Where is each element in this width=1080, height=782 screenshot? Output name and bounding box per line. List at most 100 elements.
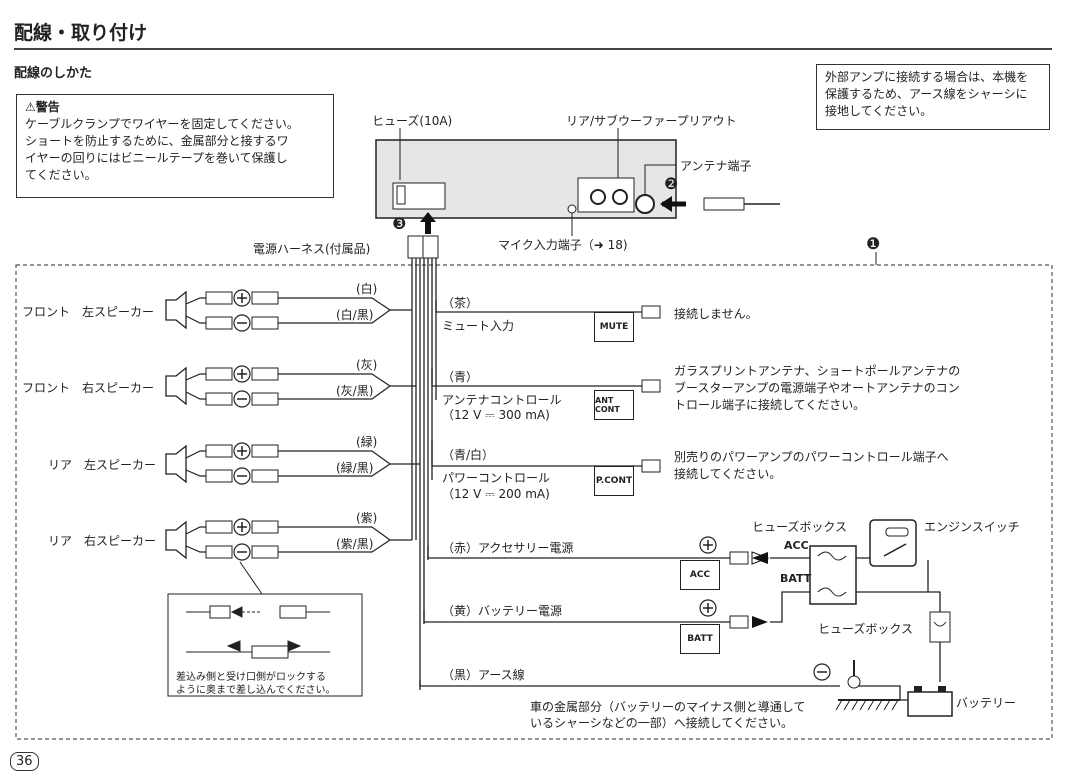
signal-wires <box>419 300 840 687</box>
inset-box <box>167 593 363 697</box>
pcont-color: （青/白） <box>442 448 495 462</box>
wire-color-label: (緑) <box>356 435 378 449</box>
marker-3: ❸ <box>392 214 407 233</box>
speaker-connectors <box>205 291 279 559</box>
acc-terminal-label: ACC <box>784 539 809 552</box>
wire-color-label: (紫/黒) <box>336 537 374 551</box>
title-rule <box>14 48 1052 50</box>
amp-note-line: 保護するため、アース線をシャーシに <box>825 87 1028 101</box>
antenna-leader <box>644 164 676 195</box>
pcont-wire <box>431 440 642 467</box>
amp-note-line: 外部アンプに接続する場合は、本機を <box>825 70 1029 84</box>
engine-switch <box>869 519 917 567</box>
marker-2: ❷ <box>664 174 679 193</box>
page-title: 配線・取り付け <box>14 22 148 44</box>
section-subtitle: 配線のしかた <box>14 66 93 81</box>
chassis-note: 車の金属部分（バッテリーのマイナス側と導通して <box>530 700 806 714</box>
antenna-arrowhead <box>660 196 672 212</box>
warning-box: ⚠警告 ケーブルクランプでワイヤーを固定してください。 ショートを防止するために… <box>16 94 334 198</box>
fuse-symbol <box>817 551 847 561</box>
warning-line: てください。 <box>25 168 97 182</box>
speaker-label: フロント 左スピーカー <box>22 305 155 319</box>
harness-enclosure <box>15 264 1053 740</box>
pcont-name: パワーコントロール <box>442 471 551 485</box>
mute-note: 接続しません。 <box>674 307 758 321</box>
pcont-terminal: P.CONT <box>594 466 634 496</box>
ant-note: ブースターアンプの電源端子やオートアンテナのコン <box>674 381 960 395</box>
warning-line: ケーブルクランプでワイヤーを固定してください。 <box>25 117 299 131</box>
ant-terminal: ANT CONT <box>594 390 634 420</box>
ground-lug <box>847 675 861 689</box>
wire-color-label: (灰/黒) <box>336 384 374 398</box>
mute-terminal: MUTE <box>594 312 634 342</box>
engine-switch-label: エンジンスイッチ <box>924 520 1020 534</box>
antenna-plug <box>703 197 745 211</box>
batt-terminal: BATT <box>680 624 720 654</box>
chassis-note: いるシャーシなどの一部）へ接続してください。 <box>530 716 794 730</box>
wire-trunk <box>411 258 437 690</box>
harness-label: 電源ハーネス(付属品) <box>253 242 371 256</box>
pcont-note: 接続してください。 <box>674 467 782 481</box>
fuse-icon <box>396 185 406 205</box>
ground-hatch <box>835 699 899 711</box>
batt-label: （黄）バッテリー電源 <box>442 604 563 618</box>
fusebox2-label: ヒューズボックス <box>818 622 914 636</box>
acc-label: （赤）アクセサリー電源 <box>442 541 574 555</box>
antenna-jack <box>635 194 655 214</box>
mic-jack <box>567 204 577 214</box>
mute-name: ミュート入力 <box>442 319 515 333</box>
battery-label: バッテリー <box>956 696 1017 710</box>
speaker-group <box>165 290 187 560</box>
wire-color-label: (白/黒) <box>336 308 374 322</box>
acc-wire <box>427 545 730 559</box>
mute-color: （茶） <box>442 296 479 310</box>
ant-wire <box>431 368 642 387</box>
speaker-label: リア 左スピーカー <box>48 458 157 472</box>
ant-spec: （12 V ⎓ 300 mA) <box>442 408 550 422</box>
fusebox-label: ヒューズボックス <box>752 520 848 534</box>
ant-note: ガラスプリントアンテナ、ショートポールアンテナの <box>674 364 961 378</box>
ground-label: （黒）アース線 <box>442 668 525 682</box>
ant-name: アンテナコントロール <box>442 393 562 407</box>
wire-color-label: (灰) <box>356 358 378 372</box>
wire-color-label: (白) <box>356 282 378 296</box>
inset-pointer <box>239 561 263 595</box>
inset-connectors <box>186 605 330 659</box>
signal-connectors <box>641 305 749 629</box>
fuse-box <box>809 545 857 605</box>
rear-out-label: リア/サブウーファープリアウト <box>566 114 737 128</box>
marker-1: ❶ <box>866 234 881 253</box>
speaker-label: リア 右スピーカー <box>48 534 157 548</box>
warning-line: イヤーの回りにはビニールテープを巻いて保護し <box>25 151 288 165</box>
harness-arrow-shaft <box>425 222 431 234</box>
rca-jack-right <box>612 189 628 205</box>
amp-note-line: 接地してください。 <box>825 104 933 118</box>
ant-color: （青） <box>442 370 479 384</box>
amp-note-box: 外部アンプに接続する場合は、本機を 保護するため、アース線をシャーシに 接地して… <box>816 64 1050 130</box>
key-icon <box>885 527 909 537</box>
mic-label: マイク入力端子（➜ 18) <box>498 238 628 252</box>
wire-color-label: (紫) <box>356 511 378 525</box>
inset-note: 差込み側と受け口側がロックする <box>176 672 326 683</box>
warning-line: ショートを防止するために、金属部分と接するワ <box>25 134 289 148</box>
speaker-label: フロント 右スピーカー <box>22 381 155 395</box>
acc-terminal: ACC <box>680 560 720 590</box>
pcont-note: 別売りのパワーアンプのパワーコントロール端子へ <box>674 450 949 464</box>
polarity-signs <box>237 293 827 673</box>
ground-wire <box>419 680 840 687</box>
batt-wire <box>423 610 730 623</box>
rca-jack-left <box>590 189 606 205</box>
speaker-wires <box>185 297 420 553</box>
harness-arrowhead <box>420 212 436 222</box>
ant-note: トロール端子に接続してください。 <box>674 398 866 412</box>
inset-note: ように奥まで差し込んでください。 <box>176 685 336 696</box>
page-number: 36 <box>10 752 39 771</box>
wire-color-label: (緑/黒) <box>336 461 374 475</box>
battery-icon <box>907 691 953 717</box>
fuse-box-2 <box>929 611 951 643</box>
antenna-label: アンテナ端子 <box>680 159 752 173</box>
fuse-label: ヒューズ(10A) <box>372 114 453 128</box>
batt-terminal-label: BATT <box>780 572 812 585</box>
mute-wire <box>435 300 642 313</box>
